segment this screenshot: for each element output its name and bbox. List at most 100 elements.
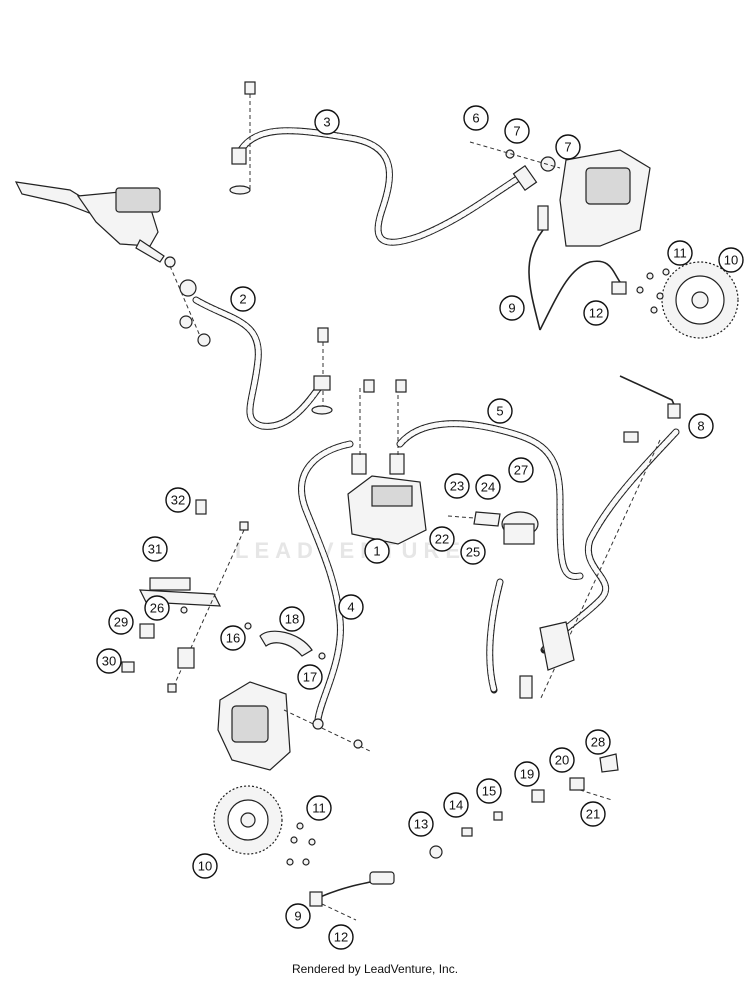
callout-10: 10 (718, 247, 744, 273)
callout-number: 2 (239, 292, 246, 307)
front-master-cylinder (14, 181, 165, 263)
grommets (121, 606, 188, 673)
callout-25: 25 (460, 539, 486, 565)
callout-number: 18 (285, 612, 299, 627)
callout-number: 10 (724, 253, 738, 268)
callout-number: 3 (323, 115, 330, 130)
footer-credit: Rendered by LeadVenture, Inc. (291, 962, 459, 976)
callout-number: 26 (150, 601, 164, 616)
callout-4: 4 (338, 594, 364, 620)
callout-13: 13 (408, 811, 434, 837)
callout-20: 20 (549, 747, 575, 773)
callout-number: 5 (496, 404, 503, 419)
callout-number: 25 (466, 545, 480, 560)
callout-10: 10 (192, 853, 218, 879)
abs-hydraulic-unit (347, 379, 427, 545)
callout-number: 12 (589, 306, 603, 321)
callout-number: 17 (303, 670, 317, 685)
watermark: LEADVENTURE (235, 538, 467, 563)
brake-hose-4 (298, 440, 354, 724)
callout-1: 1 (364, 538, 390, 564)
callout-number: 9 (294, 909, 301, 924)
rear-master-cylinder (519, 621, 575, 699)
callout-number: 1 (373, 544, 380, 559)
callout-number: 15 (482, 784, 496, 799)
callout-17: 17 (297, 664, 323, 690)
callout-23: 23 (444, 473, 470, 499)
callout-12: 12 (583, 300, 609, 326)
callout-11: 11 (667, 240, 693, 266)
callout-5: 5 (487, 398, 513, 424)
bleed-valve-upper-left (311, 327, 333, 415)
disc-bolts-rear (286, 822, 316, 866)
callout-7: 7 (504, 118, 530, 144)
callout-11: 11 (306, 795, 332, 821)
callout-labels: 1234567789910101111121213141516171819202… (96, 105, 744, 950)
callout-number: 4 (347, 600, 354, 615)
callout-2: 2 (230, 286, 256, 312)
front-brake-disc (661, 261, 739, 339)
brake-hose-2 (192, 296, 324, 430)
brake-hose-5 (396, 420, 584, 580)
brake-hose-3 (232, 127, 526, 246)
callout-number: 9 (508, 301, 515, 316)
callout-number: 12 (334, 930, 348, 945)
callout-number: 27 (514, 463, 528, 478)
brake-fluid-reservoir (447, 511, 539, 545)
banjo-fittings-front (164, 256, 211, 347)
callout-number: 32 (171, 493, 185, 508)
callout-16: 16 (220, 625, 246, 651)
callout-7: 7 (555, 134, 581, 160)
callout-number: 24 (481, 480, 495, 495)
rear-brake-line (486, 375, 681, 701)
callout-22: 22 (429, 526, 455, 552)
small-parts (429, 753, 619, 859)
callout-number: 11 (673, 246, 687, 261)
callout-9: 9 (285, 903, 311, 929)
callout-number: 29 (114, 615, 128, 630)
disc-bolts-front (636, 268, 670, 314)
callout-18: 18 (279, 606, 305, 632)
callout-21: 21 (580, 801, 606, 827)
callout-number: 16 (226, 631, 240, 646)
rear-speed-sensor (309, 871, 395, 921)
callout-19: 19 (514, 761, 540, 787)
callout-number: 7 (513, 124, 520, 139)
callout-14: 14 (443, 792, 469, 818)
callout-26: 26 (144, 595, 170, 621)
callout-number: 30 (102, 654, 116, 669)
callout-number: 28 (591, 735, 605, 750)
callout-31: 31 (142, 536, 168, 562)
callout-number: 6 (472, 111, 479, 126)
callout-number: 31 (148, 542, 162, 557)
callout-number: 11 (312, 801, 326, 816)
callout-6: 6 (463, 105, 489, 131)
front-speed-sensor (528, 205, 627, 331)
callout-number: 14 (449, 798, 463, 813)
callout-number: 7 (564, 140, 571, 155)
rear-line-fitting (623, 403, 681, 443)
callout-3: 3 (314, 109, 340, 135)
callout-32: 32 (165, 487, 191, 513)
callout-27: 27 (508, 457, 534, 483)
hose-clamp (244, 622, 326, 660)
front-brake-caliper (469, 141, 651, 247)
callout-number: 13 (414, 817, 428, 832)
callout-number: 21 (586, 807, 600, 822)
callout-number: 19 (520, 767, 534, 782)
callout-24: 24 (475, 474, 501, 500)
callout-30: 30 (96, 648, 122, 674)
callout-number: 20 (555, 753, 569, 768)
callout-number: 23 (450, 479, 464, 494)
bleed-valve-top (229, 81, 256, 195)
callout-29: 29 (108, 609, 134, 635)
rear-brake-disc (213, 785, 283, 855)
callout-9: 9 (499, 295, 525, 321)
callout-12: 12 (328, 924, 354, 950)
callout-number: 8 (697, 419, 704, 434)
callout-8: 8 (688, 413, 714, 439)
rear-brake-caliper (217, 681, 373, 771)
callout-number: 10 (198, 859, 212, 874)
